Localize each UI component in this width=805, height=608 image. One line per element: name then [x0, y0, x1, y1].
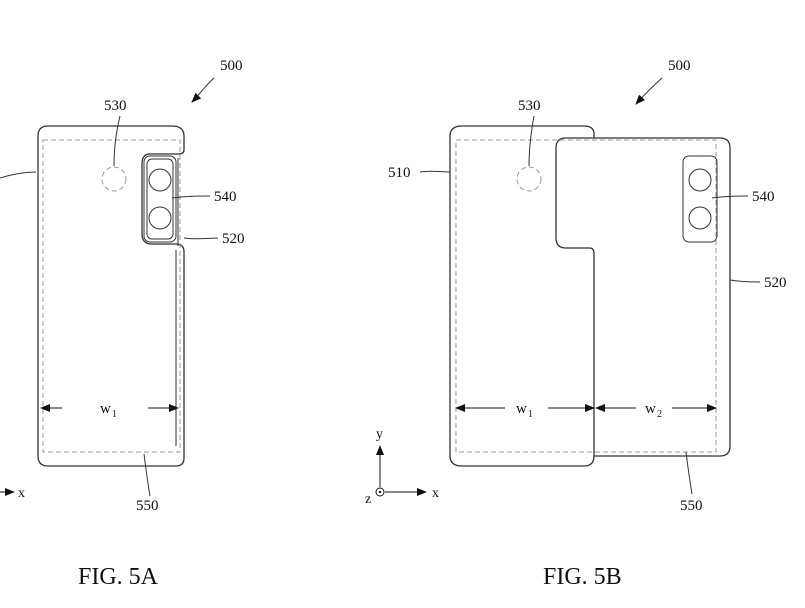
camera-module-outer — [682, 155, 718, 243]
z-axis-dot — [378, 490, 382, 494]
ref-520-label: 520 — [222, 231, 245, 247]
display-area-boundary — [455, 139, 717, 453]
y-axis-label: y — [376, 427, 383, 442]
w1-subscript: 1 — [112, 409, 117, 420]
ref-500-label: 500 — [220, 58, 243, 74]
housing-520-edge — [175, 158, 179, 446]
camera-lens-bottom — [688, 206, 712, 230]
ref-530-label: 530 — [104, 98, 127, 114]
camera-lens-top — [688, 168, 712, 192]
w1-subscript: 1 — [528, 409, 533, 420]
x-axis-label: x — [18, 486, 25, 501]
housing-510-outline — [37, 125, 185, 467]
ref-550-leader — [143, 453, 151, 497]
w2-symbol: w — [645, 401, 656, 417]
ref-540-label: 540 — [214, 189, 237, 205]
z-axis-label: z — [365, 492, 371, 507]
camera-module-inner — [146, 158, 174, 240]
ref-510-label: 510 — [388, 165, 411, 181]
figure-5b: 500 530 510 540 520 w 1 w 2 — [365, 58, 787, 590]
ref-540-leader — [711, 195, 749, 199]
caption-fig-5b: FIG. 5B — [543, 564, 622, 590]
ref-510-leader — [0, 171, 37, 179]
ref-530-leader — [113, 115, 121, 167]
ref-510-leader — [419, 170, 451, 173]
z-axis-symbol — [375, 487, 385, 497]
ref-540-leader — [171, 195, 211, 199]
coordinate-axes: y x z — [365, 427, 439, 507]
housing-520-outline — [594, 137, 731, 457]
housing-510-outline — [449, 125, 595, 467]
ref-520-label: 520 — [764, 275, 787, 291]
camera-lens-bottom — [148, 206, 172, 230]
sensor-530 — [101, 166, 127, 192]
caption-fig-5a: FIG. 5A — [78, 564, 159, 590]
ref-540-label: 540 — [752, 189, 775, 205]
w1-symbol: w — [100, 401, 111, 417]
camera-lens-top — [148, 168, 172, 192]
ref-500-arrow — [191, 77, 215, 103]
ref-500-label: 500 — [668, 58, 691, 74]
figure-5a: 500 530 540 520 w 1 550 x — [0, 58, 245, 590]
ref-500-arrow — [635, 77, 663, 105]
ref-530-label: 530 — [518, 98, 541, 114]
ref-520-leader — [729, 279, 761, 283]
camera-module-outer — [143, 155, 177, 243]
ref-550-label: 550 — [136, 498, 159, 514]
w2-subscript: 2 — [657, 409, 662, 420]
ref-530-leader — [528, 115, 535, 167]
ref-550-label: 550 — [680, 498, 703, 514]
x-axis-label: x — [432, 486, 439, 501]
ref-550-leader — [685, 451, 693, 495]
ref-520-leader — [183, 237, 219, 240]
display-area-boundary — [42, 139, 181, 453]
w1-symbol: w — [516, 401, 527, 417]
sensor-530 — [516, 166, 542, 192]
